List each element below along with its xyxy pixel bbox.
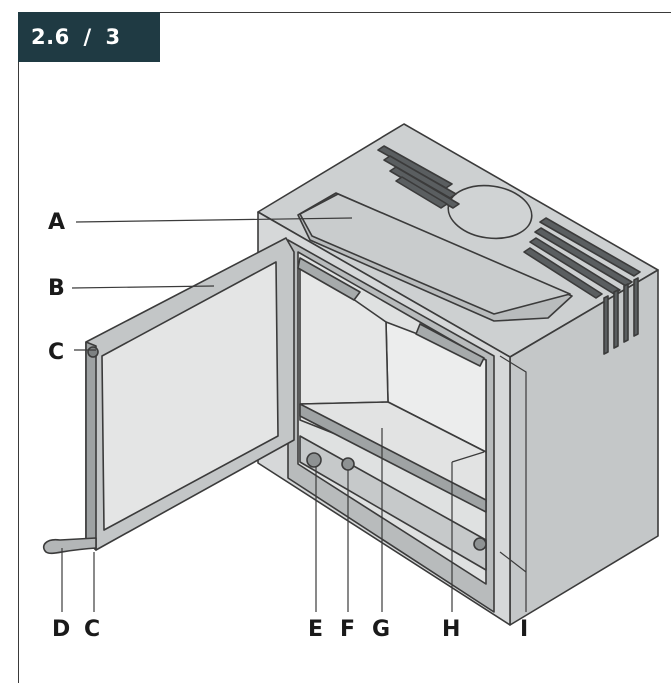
leader-h-tip [451,451,485,463]
baffle-right [415,323,485,367]
label-g: G [372,617,390,642]
air-control-f [341,457,355,471]
section-number: 2.6 [31,25,70,49]
label-e: E [308,617,323,642]
label-h: H [442,617,460,642]
leader-b [71,285,215,289]
top-vents-left [377,145,460,209]
baffle-left [297,257,361,301]
section-badge: 2.6 / 3 [18,12,160,62]
section-separator: / [83,25,92,49]
page-frame [18,12,671,683]
hinge-top [87,346,99,358]
leader-i [499,355,527,612]
label-c-top: C [48,340,64,365]
side-vents [603,277,639,355]
air-control-e [306,452,322,468]
grate-bar [299,403,487,513]
page-number: 3 [105,25,121,49]
top-vents-right [523,217,641,299]
leader-a [75,217,353,223]
label-f: F [340,617,355,642]
label-a: A [48,210,65,235]
label-c-bottom: C [84,617,100,642]
door-edge [85,341,97,551]
label-d: D [52,617,70,642]
hood-plate-top [299,193,571,315]
door-glass [101,261,279,531]
label-b: B [48,276,65,301]
door-handle [42,537,97,555]
label-i: I [520,617,528,642]
foot-right [473,537,487,551]
leader-i-lower [499,551,527,573]
